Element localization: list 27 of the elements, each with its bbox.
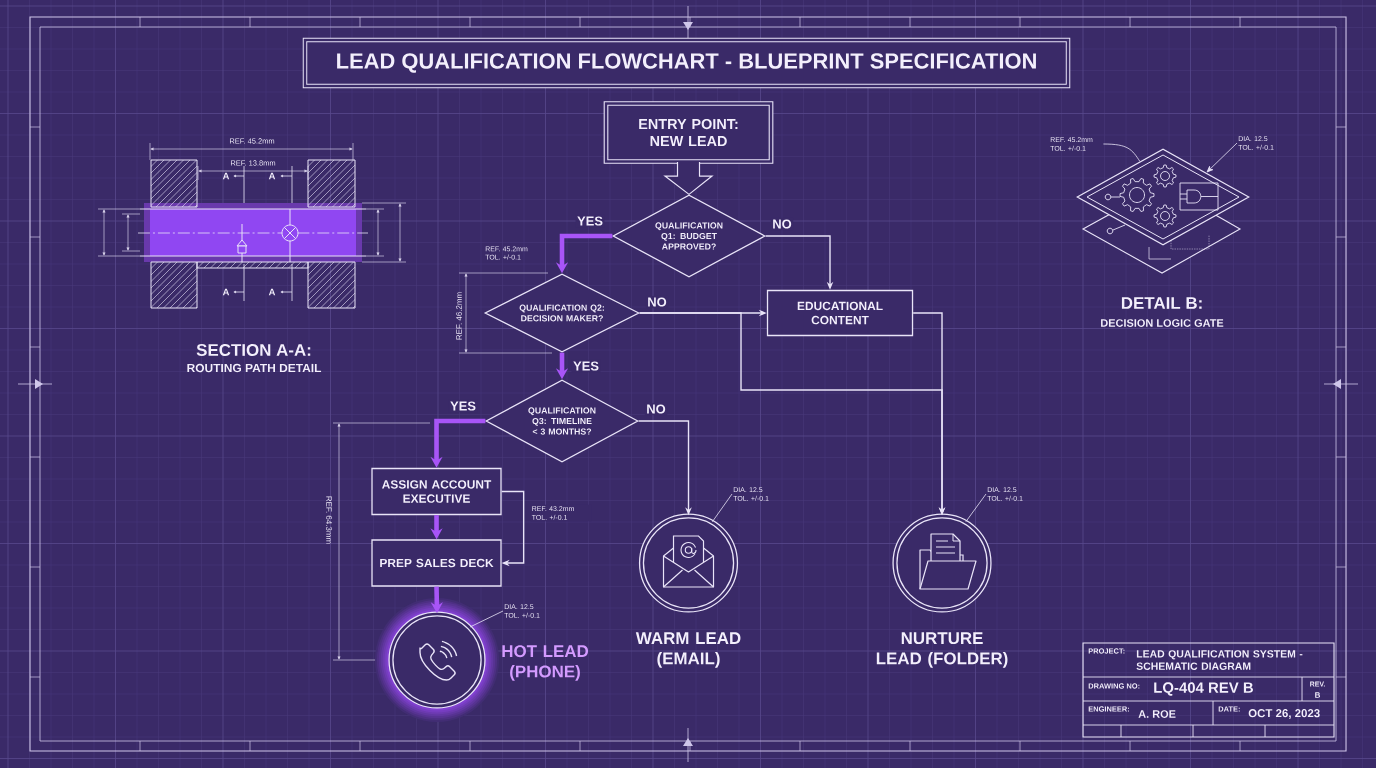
field-value: OCT 26, 2023 <box>1248 709 1320 719</box>
process-box: PREP SALES DECK <box>371 539 502 587</box>
leader-line <box>711 493 733 523</box>
field-value: A. ROE <box>1138 710 1176 718</box>
field-value: LEAD QUALIFICATION SYSTEM - SCHEMATIC DIAGRAM <box>1136 650 1303 670</box>
node-caption: NURTURE LEAD (FOLDER) <box>876 632 1008 668</box>
leader-line <box>469 610 504 628</box>
field-value: LQ-404 REV B <box>1154 682 1253 696</box>
detail-subtitle: DECISION LOGIC GATE <box>1101 319 1224 327</box>
start-box: ENTRY POINT: NEW LEAD <box>603 101 774 164</box>
section-letter: A <box>268 288 276 296</box>
leader-line <box>1206 142 1238 173</box>
section-subtitle: ROUTING PATH DETAIL <box>187 363 322 373</box>
block-arrow <box>663 161 714 196</box>
leader-line <box>965 493 987 523</box>
title-banner: LEAD QUALIFICATION FLOWCHART - BLUEPRINT SPECIFICATION <box>302 37 1071 89</box>
node-caption: HOT LEAD (PHONE) <box>502 645 589 681</box>
detail-title: DETAIL B: <box>1121 297 1202 309</box>
node-caption: WARM LEAD (EMAIL) <box>635 632 741 668</box>
section-letter: A <box>222 172 230 180</box>
leader-line <box>1103 143 1141 162</box>
process-box: ASSIGN ACCOUNT EXECUTIVE <box>371 467 502 516</box>
section-letter: A <box>222 288 230 296</box>
process-box: EDUCATIONAL CONTENT <box>766 289 914 337</box>
section-letter: A <box>268 172 276 180</box>
section-title: SECTION A-A: <box>196 344 311 356</box>
arrow <box>500 490 525 567</box>
